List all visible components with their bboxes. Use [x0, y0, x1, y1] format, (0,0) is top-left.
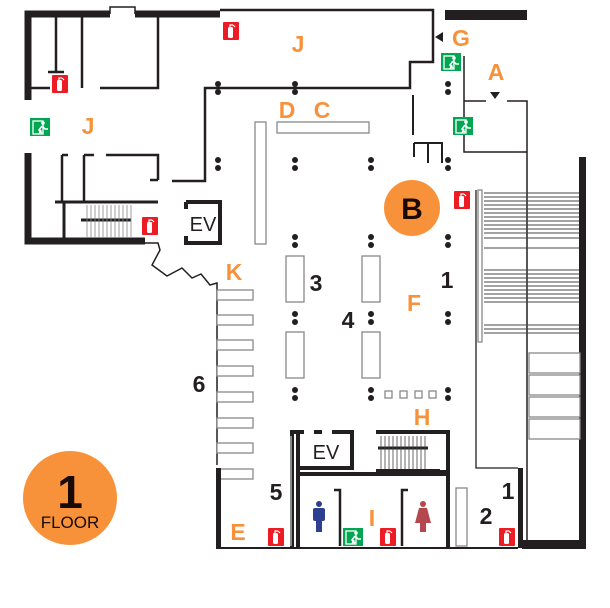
walls: [24, 6, 586, 549]
zone-number: 3: [310, 270, 323, 296]
area-b-label: B: [401, 193, 423, 226]
zone-number: 4: [342, 307, 355, 333]
emergency-exit-icon: [452, 116, 474, 136]
zone-number: 5: [270, 479, 283, 505]
elevator-label: EV: [313, 442, 340, 464]
area-label-f: F: [407, 290, 421, 316]
fire-extinguisher-icon: [267, 527, 285, 547]
zone-number: 1: [502, 478, 515, 504]
area-label-i: I: [369, 505, 375, 531]
area-label-c: C: [314, 97, 331, 123]
female-restroom-icon: [415, 501, 431, 532]
male-restroom-icon: [313, 501, 325, 532]
zone-number: 2: [480, 503, 493, 529]
area-b-marker: [384, 180, 440, 236]
fire-extinguisher-icon: [222, 21, 240, 41]
emergency-exit-icon: [440, 52, 462, 72]
area-label-e: E: [230, 519, 245, 545]
fire-extinguisher-icon: [453, 190, 471, 210]
area-label-k: K: [226, 259, 243, 285]
fire-extinguisher-icon: [498, 527, 516, 547]
area-label-j: J: [292, 31, 305, 57]
floor-number: 1: [57, 466, 83, 518]
elevator-label: EV: [190, 214, 217, 236]
floor-label: FLOOR: [41, 513, 100, 532]
fire-extinguisher-icon: [379, 527, 397, 547]
emergency-exit-icon: [342, 527, 364, 547]
floor-badge: [23, 451, 117, 545]
zone-number: 1: [441, 267, 454, 293]
area-label-h: H: [414, 404, 431, 430]
area-label-j: J: [82, 113, 95, 139]
emergency-exit-icon: [29, 117, 51, 137]
zone-number: 6: [193, 371, 206, 397]
area-label-a: A: [488, 59, 505, 85]
fire-extinguisher-icon: [51, 74, 69, 94]
fire-extinguisher-icon: [141, 216, 159, 236]
area-label-d: D: [279, 97, 296, 123]
area-label-g: G: [452, 25, 470, 51]
